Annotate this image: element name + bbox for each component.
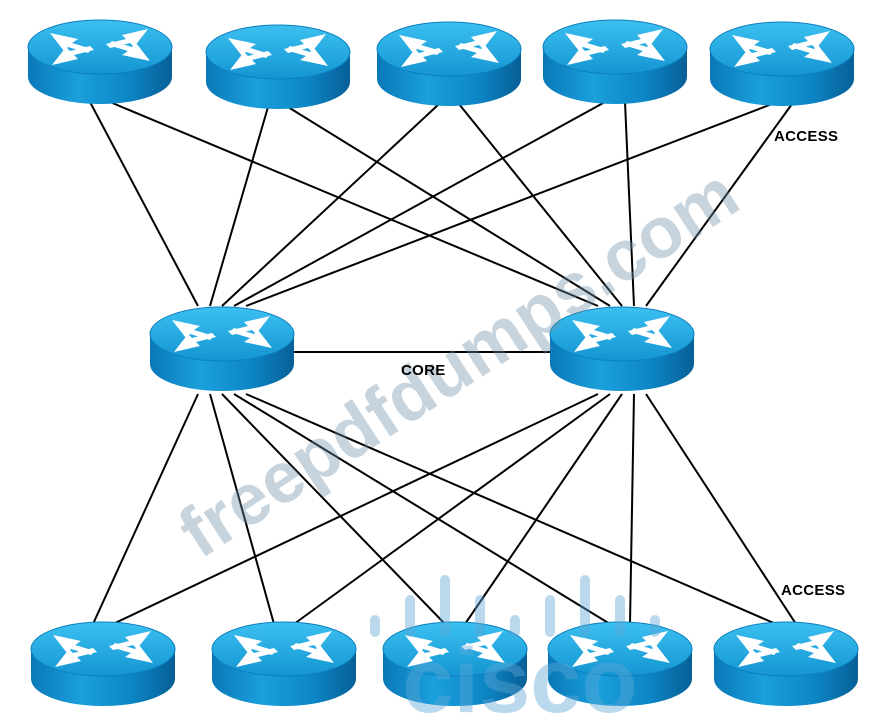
- link-bottom5-core2: [645, 393, 797, 625]
- link-bottom3-core1: [221, 393, 446, 625]
- link-bottom5-core1: [245, 393, 777, 625]
- access-bottom-router-5: [713, 621, 859, 707]
- access-top-router-3: [376, 21, 522, 107]
- access-top-router-4: [542, 19, 688, 105]
- links-layer: [89, 101, 797, 625]
- link-top3-core1: [221, 103, 440, 307]
- access-bottom-router-2: [211, 621, 357, 707]
- access-top-router-1: [27, 19, 173, 105]
- access-bottom-router-1: [30, 621, 176, 707]
- link-top5-core1: [245, 103, 773, 307]
- link-top5-core2: [645, 103, 793, 307]
- access-bottom-label: ACCESS: [781, 582, 846, 599]
- link-top2-core1: [209, 106, 269, 307]
- access-top-label: ACCESS: [774, 128, 839, 145]
- link-bottom1-core1: [92, 393, 199, 625]
- cisco-logo: cisco: [370, 575, 660, 724]
- link-bottom3-core2: [464, 393, 623, 625]
- link-bottom4-core1: [233, 393, 611, 625]
- core-router-1: [149, 306, 295, 392]
- link-top3-core2: [458, 103, 623, 307]
- access-top-router-2: [205, 24, 351, 110]
- link-top1-core1: [89, 101, 199, 307]
- cisco-logo-text: cisco: [402, 630, 637, 724]
- link-top1-core2: [109, 101, 599, 307]
- link-bottom2-core2: [293, 393, 611, 625]
- link-bottom4-core2: [629, 393, 635, 625]
- link-bottom1-core2: [112, 393, 599, 625]
- link-top4-core2: [624, 101, 635, 307]
- link-bottom2-core1: [209, 393, 275, 625]
- link-top4-core1: [233, 101, 606, 307]
- core-label: CORE: [401, 362, 446, 379]
- access-top-router-5: [709, 21, 855, 107]
- link-top2-core2: [287, 106, 611, 307]
